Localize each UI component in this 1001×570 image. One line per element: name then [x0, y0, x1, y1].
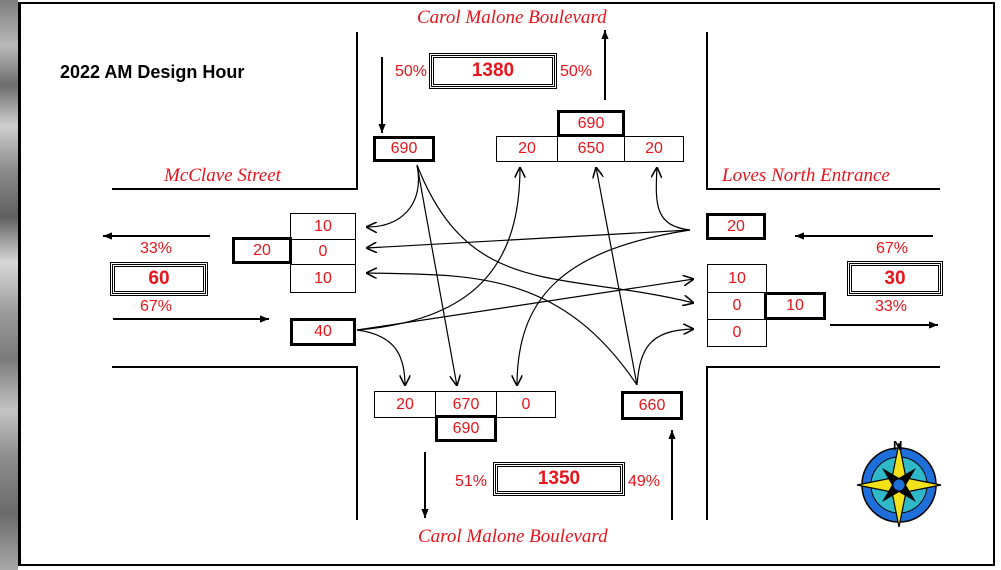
south-departure-lane-left: 20: [374, 391, 436, 418]
east-departure-lane-bottom: 0: [707, 319, 767, 347]
road-edge-sw: [112, 367, 357, 520]
movement-west-right: [357, 330, 405, 386]
north-departure-lane-right: 20: [624, 136, 684, 162]
movement-east-right: [656, 167, 690, 230]
street-name-east: Loves North Entrance: [722, 165, 890, 187]
street-name-north: Carol Malone Boulevard: [417, 7, 607, 29]
north-departure-total: 690: [557, 110, 625, 137]
south-departure-lane-center: 670: [435, 391, 497, 418]
east-total-volume: 30: [849, 263, 941, 294]
east-departure-total: 10: [764, 292, 826, 320]
east-departure-lane-middle: 0: [707, 292, 767, 320]
west-departure-lane-bottom: 10: [290, 264, 356, 293]
north-departure-lane-center: 650: [557, 136, 625, 162]
street-name-west: McClave Street: [164, 165, 281, 187]
north-pct-out: 50%: [560, 63, 592, 81]
movement-south-through: [596, 167, 637, 385]
west-pct-in: 67%: [140, 298, 172, 316]
west-departure-lane-top: 10: [290, 213, 356, 240]
south-pct-in: 49%: [628, 473, 660, 491]
south-departure-total: 690: [435, 415, 497, 442]
south-total-volume: 1350: [495, 464, 623, 494]
compass-north-label: N: [893, 438, 902, 453]
north-pct-in: 50%: [395, 63, 427, 81]
east-departure-lane-top: 10: [707, 264, 767, 293]
movement-curves: [357, 165, 694, 386]
south-approach-total: 660: [621, 391, 683, 420]
east-pct-out: 33%: [875, 298, 907, 316]
compass-rose-icon: [857, 443, 941, 527]
movement-south-right: [637, 329, 694, 385]
west-pct-out: 33%: [140, 240, 172, 258]
west-departure-total: 20: [232, 237, 292, 264]
east-approach-total: 20: [706, 213, 766, 240]
south-departure-lane-right: 0: [496, 391, 556, 418]
north-total-volume: 1380: [431, 55, 555, 87]
east-pct-in: 67%: [876, 240, 908, 258]
road-edges: [112, 32, 940, 520]
west-departure-lane-middle: 0: [290, 239, 356, 265]
north-departure-lane-left: 20: [496, 136, 558, 162]
west-total-volume: 60: [112, 264, 206, 294]
street-name-south: Carol Malone Boulevard: [418, 526, 608, 548]
movement-west-left: [357, 167, 520, 330]
movement-east-left: [517, 230, 690, 386]
diagram-title: 2022 AM Design Hour: [60, 62, 244, 83]
movement-east-through: [366, 230, 690, 248]
north-approach-total: 690: [373, 136, 435, 162]
south-pct-out: 51%: [455, 473, 487, 491]
movement-north-right: [366, 165, 419, 227]
west-approach-total: 40: [290, 318, 356, 346]
movement-south-left: [366, 273, 637, 385]
